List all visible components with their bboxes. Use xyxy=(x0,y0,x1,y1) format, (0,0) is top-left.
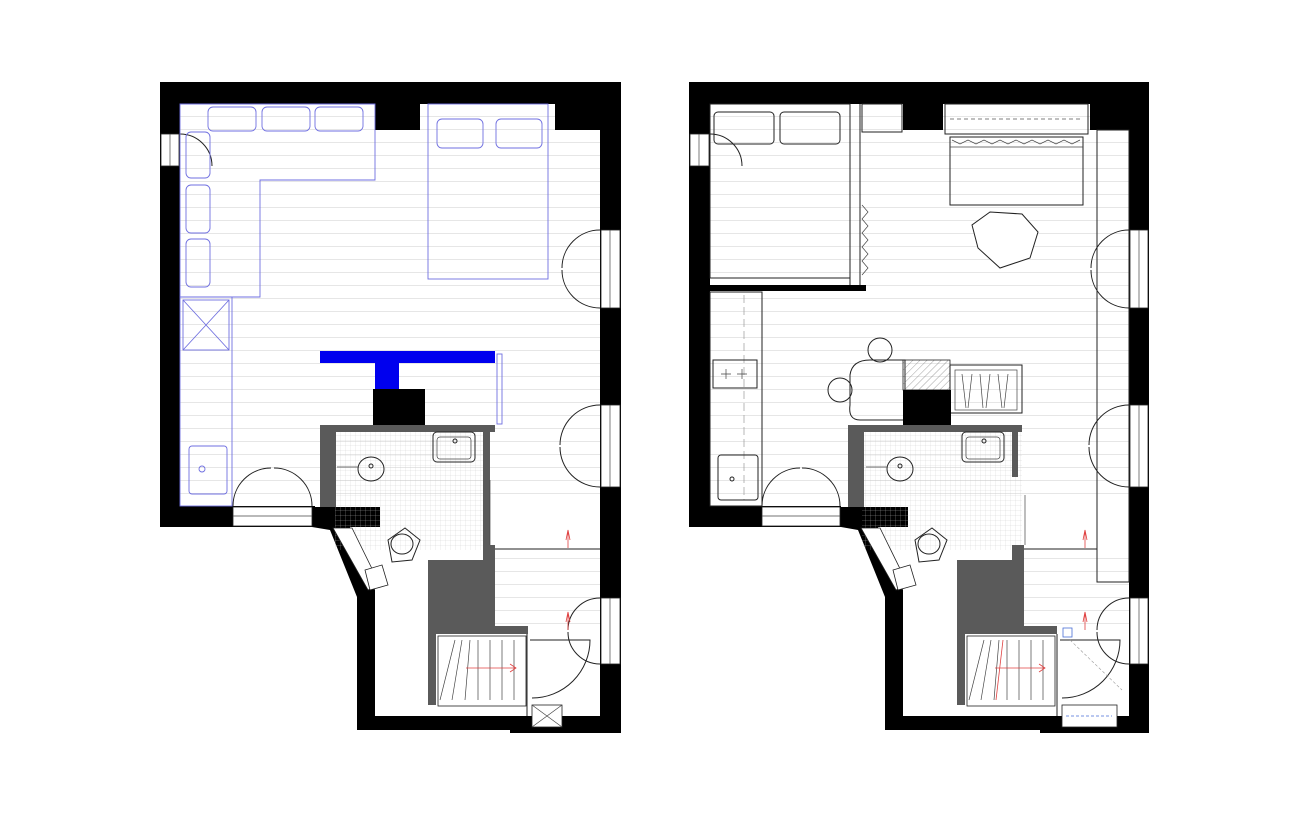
closet-and-stair xyxy=(957,529,1123,716)
windows xyxy=(160,133,621,728)
door-swings xyxy=(179,133,601,699)
floor-boards xyxy=(1022,550,1130,630)
floor-boards xyxy=(495,550,600,630)
windows xyxy=(689,133,1149,728)
new-wall xyxy=(320,351,495,427)
plan-before xyxy=(160,82,621,733)
dining-set xyxy=(827,337,1023,430)
closet-and-stair xyxy=(428,529,600,716)
sofa xyxy=(944,103,1089,269)
furniture-before xyxy=(179,103,549,507)
bathroom xyxy=(848,425,1026,630)
plan-after xyxy=(689,82,1149,733)
wardrobe xyxy=(1096,129,1130,583)
door-swings xyxy=(709,133,1130,699)
bathroom xyxy=(320,425,495,630)
kitchen xyxy=(709,291,763,507)
bed-alcove xyxy=(709,103,903,291)
